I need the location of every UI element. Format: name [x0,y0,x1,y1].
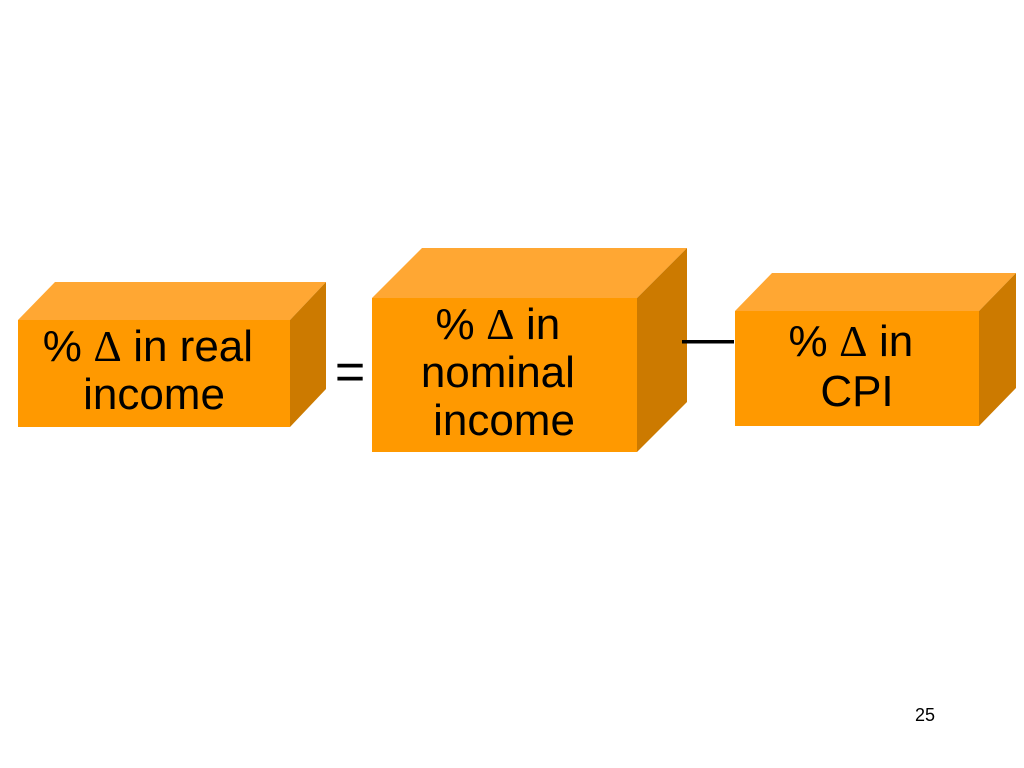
nominal-income-box: % ∆ in nominal income [372,248,687,452]
cpi-label-line-1: % ∆ in [789,317,914,366]
minus-sign: — [682,309,734,367]
box-top-face [18,282,326,320]
real-income-label-line-1: % ∆ in real [43,322,253,371]
box-front-face [372,298,637,452]
box-side-face [290,282,326,427]
cpi-box: % ∆ in CPI [735,273,1016,426]
nominal-income-label: % ∆ in nominal income [421,300,587,445]
page-number: 25 [914,705,936,725]
box-top-face [735,273,1016,311]
nominal-income-label-line-2: nominal [421,348,575,397]
real-income-label: % ∆ in real income [43,322,266,419]
nominal-income-label-line-1: % ∆ in [436,300,561,349]
cpi-label-line-2: CPI [820,367,893,416]
box-front-face [735,311,979,426]
box-top-face [372,248,687,298]
box-front-face [18,320,290,427]
real-income-label-line-2: income [83,370,225,419]
nominal-income-label-line-3: income [433,396,575,445]
equals-sign: = [335,343,365,401]
cpi-label: % ∆ in CPI [789,317,926,416]
box-side-face [637,248,687,452]
box-side-face [979,273,1016,426]
real-income-box: % ∆ in real income [18,282,326,427]
